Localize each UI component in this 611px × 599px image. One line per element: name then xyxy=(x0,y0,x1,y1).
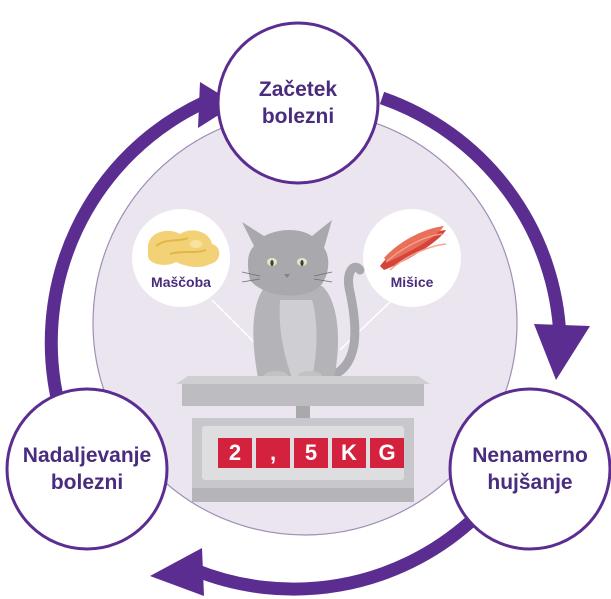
cat-tail xyxy=(320,262,365,383)
stage-circle-left xyxy=(5,387,169,551)
muscle-bubble xyxy=(363,209,461,307)
fat-icon xyxy=(148,230,220,268)
arrow-top-to-right xyxy=(379,91,567,339)
fat-label: Maščoba xyxy=(151,274,211,290)
fat-bubble xyxy=(132,209,230,307)
stage-circle-right xyxy=(448,387,611,551)
stage-label-unintended-weight-loss: Nenamerno hujšanje xyxy=(472,444,588,494)
scale-display-char: 5 xyxy=(294,438,328,468)
cat-illustration xyxy=(241,220,365,383)
scale-display-char: , xyxy=(256,438,290,468)
arrow-left-to-top xyxy=(44,96,208,412)
arrow-right-to-left xyxy=(192,517,475,596)
scale-display-char: K xyxy=(332,438,366,468)
muscle-icon xyxy=(380,226,447,271)
stage-circle-top xyxy=(216,21,380,185)
stage-label-disease-onset: Začetek bolezni xyxy=(258,78,338,128)
scale-pan xyxy=(176,376,430,384)
arrowhead-bottom-icon xyxy=(150,548,204,596)
cat-head xyxy=(242,220,332,296)
stage-label-disease-progression: Nadaljevanje bolezni xyxy=(22,444,152,494)
cycle-arrows xyxy=(44,91,567,596)
muscle-label: Mišice xyxy=(390,274,434,290)
arrowhead-right-icon xyxy=(534,324,590,380)
scale-display-char: G xyxy=(370,438,404,468)
scale-display-char: 2 xyxy=(218,438,252,468)
